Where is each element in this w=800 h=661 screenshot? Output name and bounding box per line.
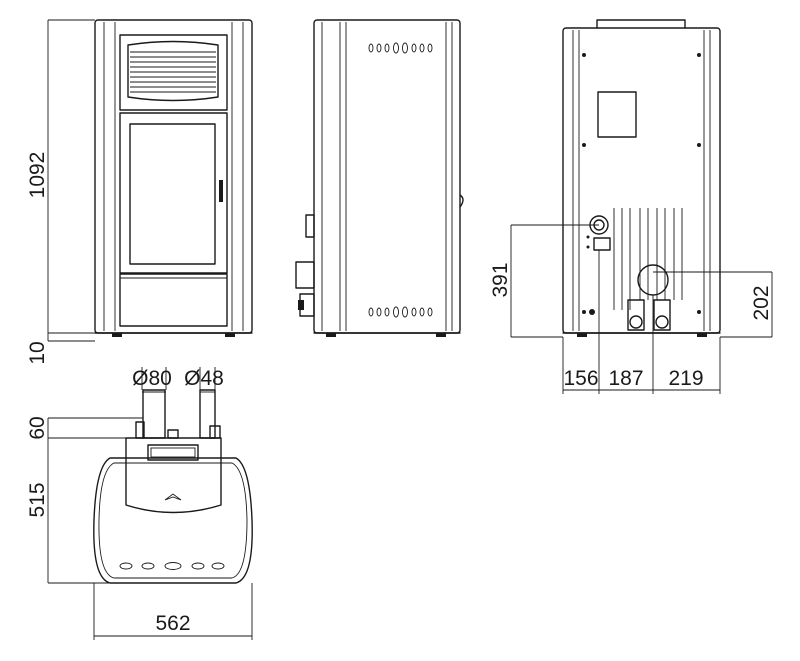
dim-inlet-height: 202 [750, 285, 773, 320]
dimension-lines [47, 19, 773, 640]
dim-width: 562 [155, 612, 190, 635]
dim-outlet-projection: 60 [26, 416, 49, 439]
top-view [93, 389, 253, 584]
dim-outlet-height: 391 [489, 262, 512, 297]
front-door [119, 112, 228, 274]
dim-flue-diameter: Ø80 [132, 367, 172, 390]
dim-foot-height: 10 [26, 341, 49, 364]
rear-vent-grid [613, 208, 683, 310]
side-vents-top [368, 42, 433, 54]
air-inlet [637, 264, 669, 296]
dim-air-diameter: Ø48 [184, 367, 224, 390]
door-handle [219, 180, 223, 202]
top-air-pipe [199, 389, 216, 439]
side-view [295, 19, 464, 337]
dim-depth: 515 [26, 482, 49, 517]
front-grille [127, 40, 219, 102]
front-view [94, 19, 253, 337]
ash-drawer [119, 273, 228, 327]
dim-outlet-spacing: 187 [608, 367, 643, 390]
top-hatch [147, 444, 199, 461]
top-flue-pipe [142, 389, 166, 439]
rear-label-plate [597, 91, 637, 138]
dim-inlet-offset: 219 [668, 367, 703, 390]
dim-outlet-offset: 156 [563, 367, 598, 390]
rear-view [562, 19, 721, 337]
dim-height-total: 1092 [26, 152, 49, 199]
door-glass [129, 123, 216, 265]
side-vents-bottom [368, 306, 433, 318]
